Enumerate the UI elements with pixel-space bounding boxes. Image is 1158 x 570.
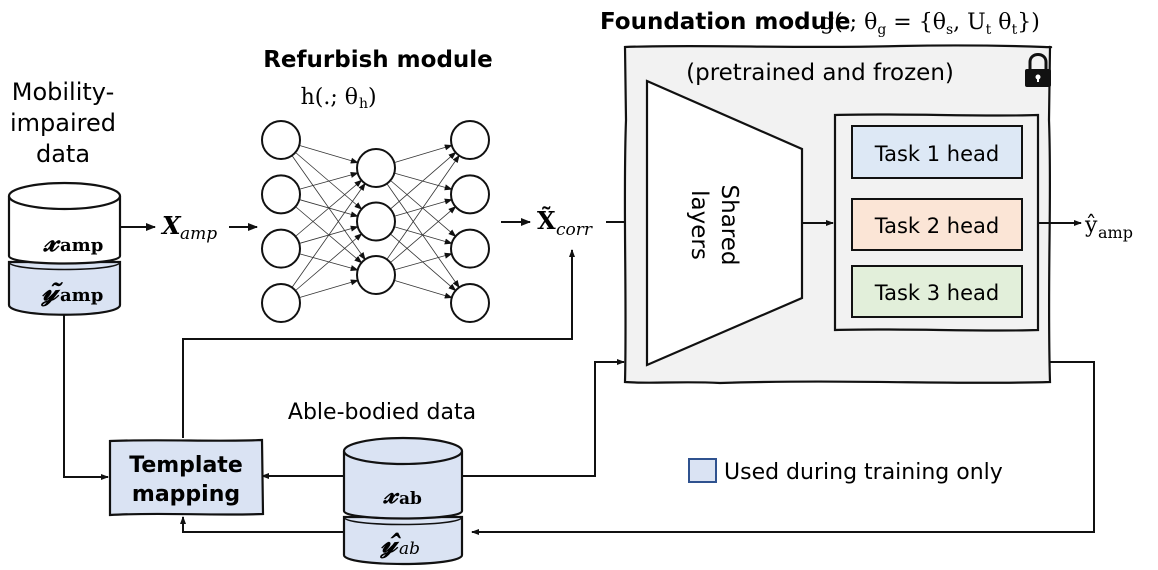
ab-x-sub: ab [399,489,422,509]
ab-y-var: 𝓎̂ [380,526,402,559]
foundation-subtitle: (pretrained and frozen) [686,60,954,86]
arrow-foundation-to-ab-labels [471,361,1095,535]
formula-main: g(.; θ [820,10,877,35]
foundation-formula-part1: g(.; θg = {θs, Ut θt}) [820,10,1040,38]
nn-connection [390,180,457,237]
task-3-head-label: Task 3 head [874,281,999,305]
nn-node-layer-1 [261,228,301,269]
task-3-head [851,265,1023,318]
ab-x-var: 𝓍 [383,477,400,510]
refurbish-title: Refurbish module [263,47,493,73]
nn-connection [291,182,366,288]
foundation-formula: g(.; θg = {θs, Ut θt}) [820,10,1040,38]
nn-connection [295,233,363,291]
nn-connection [299,144,359,164]
arrow-yab-to-template [180,516,343,533]
nn-node-layer-1 [261,283,301,323]
mobility-x-var: 𝓍 [43,224,61,259]
nn-node-layer-2 [356,255,396,295]
xcorr-var: X̃ [537,206,556,235]
able-bodied-title: Able-bodied data [288,400,476,425]
nn-node-layer-3 [450,120,490,160]
nn-node-layer-2 [356,201,396,242]
nn-connection [390,151,457,210]
nn-connection [295,179,363,237]
nn-connection [291,155,366,261]
output-var: ŷ [1084,213,1098,238]
mobility-y-sub: amp [60,285,103,306]
template-mapping-line-2: mapping [132,482,240,507]
nn-node-layer-2 [356,148,396,188]
nn-node-layer-1 [261,174,301,215]
task-1-head [851,125,1023,179]
nn-node-layer-3 [450,283,490,323]
task-2-head [851,198,1023,251]
mobility-title-line-2: impaired [10,109,116,137]
task-1-head-label: Task 1 head [874,142,999,166]
mobility-title-line-1: Mobility- [12,78,114,106]
nn-node-layer-3 [450,228,490,269]
legend-label: Used during training only [724,460,1003,485]
foundation-title: Foundation module [600,9,850,35]
nn-node-layer-3 [450,174,490,215]
legend-swatch [688,458,717,483]
shared-layers-line-1: Shared [716,185,742,266]
nn-connection [394,280,453,299]
ab-y-sub: ab [399,539,420,559]
mobility-x-sub: amp [60,235,103,256]
nn-connection [295,152,363,210]
refurbish-formula-end: ) [368,85,377,110]
refurbish-formula: h(.; θ [301,85,358,110]
able-bodied-x-section [342,451,464,520]
nn-connection [295,206,363,264]
arrow-template-to-xcorr [182,249,575,438]
template-mapping-box [108,438,265,517]
template-mapping-line-1: Template [129,453,243,478]
formula-sub-t: t [986,22,992,38]
output-sub: amp [1098,223,1133,242]
formula-sub-s: s [946,22,953,38]
able-bodied-cylinder [342,436,464,566]
formula-sub-g: g [877,22,886,38]
xamp-sub: amp [180,224,217,244]
nn-connection [299,279,359,299]
mobility-data-cylinder [7,181,122,316]
shared-layers-label: Shared layers [686,185,742,266]
formula-mid: = {θ [886,10,946,35]
formula-union: , U [953,10,986,35]
formula-end: }) [1017,10,1040,35]
nn-connection [394,144,453,163]
refurbish-network [261,120,490,323]
nn-node-layer-1 [261,120,301,160]
mobility-x-section [7,196,122,265]
nn-connection [299,172,359,190]
arrow-ab-to-foundation [462,359,625,477]
arrow-yamp-to-template [63,315,109,480]
lock-icon [1025,53,1051,87]
xcorr-sub: corr [556,220,593,240]
shared-layers-block [645,79,804,367]
formula-theta: θ [991,10,1011,35]
able-bodied-y-section [342,515,464,566]
nn-connection [386,183,460,289]
nn-connection [390,206,457,263]
mobility-y-section [7,260,122,316]
task-2-head-label: Task 2 head [874,214,999,238]
nn-connection [386,154,460,260]
formula-sub-t2: t [1012,22,1018,38]
mobility-title-line-3: data [36,140,90,168]
shared-layers-line-2: layers [686,190,712,260]
nn-connection [390,233,457,292]
nn-connection [394,252,453,271]
refurbish-formula-sub: h [359,96,368,112]
xamp-var: X [160,211,182,240]
